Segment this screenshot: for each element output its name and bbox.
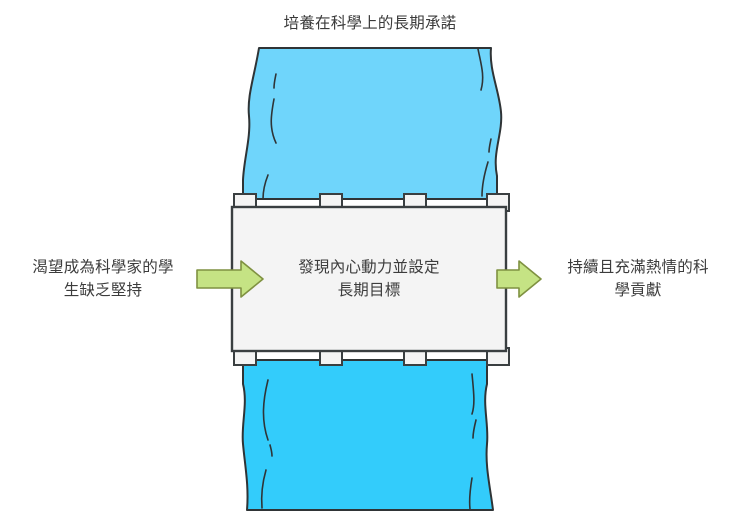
page-title: 培養在科學上的長期承諾 (283, 15, 457, 32)
lower-stream-accent-line-left-2 (269, 444, 273, 457)
right-arrow-icon (196, 260, 264, 298)
upper-stream-accent-line-left-2 (270, 98, 277, 144)
upper-stream-accent-line-right-1 (477, 48, 484, 91)
output-label: 持續且充滿熱情的科 學貢獻 (567, 259, 709, 299)
lower-water-stream (241, 359, 494, 511)
upper-stream-accent-line-left-3 (262, 174, 269, 200)
lower-stream-accent-line-left-3 (260, 469, 267, 509)
upper-water-stream (242, 47, 503, 200)
lower-stream-accent-line-right-2 (472, 419, 477, 439)
upper-stream-accent-line-right-3 (481, 161, 489, 197)
right-arrow-icon-output (496, 260, 542, 298)
upper-stream-accent-line-left-1 (273, 73, 277, 89)
lower-stream-accent-line-right-3 (468, 477, 473, 510)
output-arrow (496, 260, 542, 298)
lower-stream-body (241, 359, 494, 511)
lower-stream-accent-line-right-1 (471, 373, 475, 415)
process-label: 發現內心動力並設定 長期目標 (298, 259, 440, 299)
lower-stream-accent-line-left-1 (262, 379, 269, 441)
input-arrow (196, 260, 264, 298)
upper-stream-body (242, 47, 503, 200)
upper-stream-accent-line-right-2 (488, 138, 492, 153)
input-label: 渴望成為科學家的學 生缺乏堅持 (32, 259, 174, 299)
